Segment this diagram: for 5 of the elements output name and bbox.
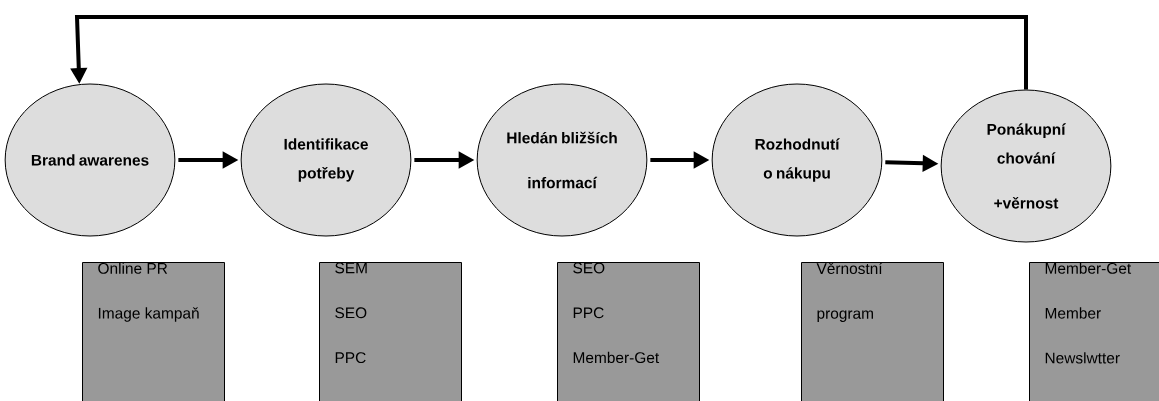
tactics-box: Věrnostní program [801,262,944,401]
tactics-box: Online PR Image kampaň [82,262,225,401]
tactics-box: Member-Get Member Newslwtter [1029,262,1159,401]
tactics-box: SEM SEO PPC [319,262,462,401]
tactics-box: SEO PPC Member-Get [557,262,700,401]
